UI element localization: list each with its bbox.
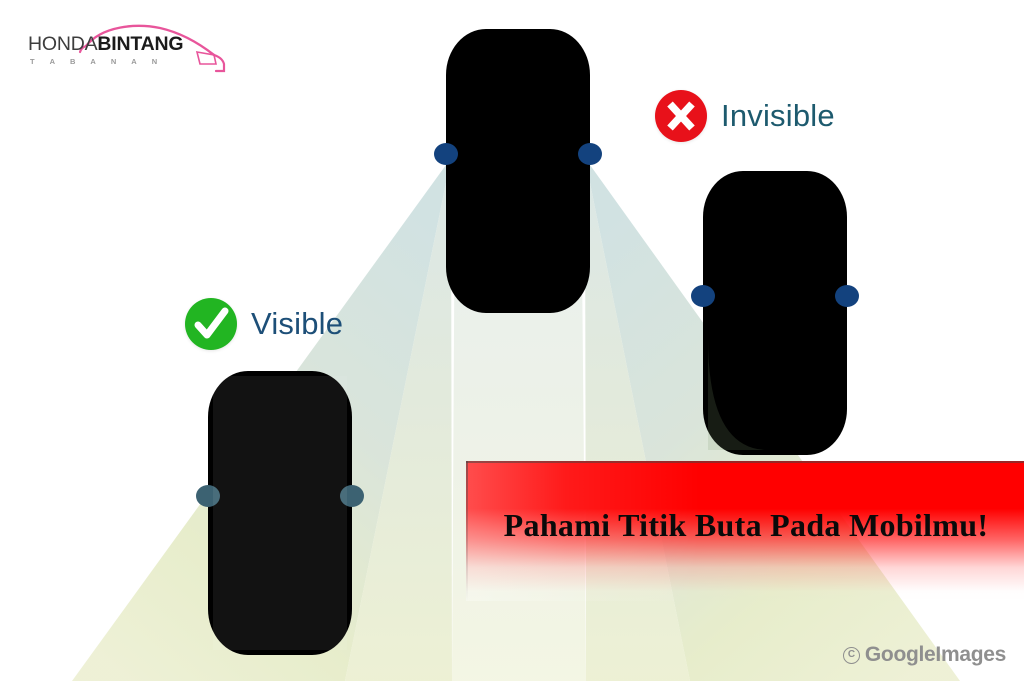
logo-wordmark: HONDABINTANG [28, 33, 184, 55]
logo-honda-text: HONDA [28, 33, 98, 55]
banner-top-rule [466, 461, 1024, 463]
legend-visible-label: Visible [251, 306, 344, 341]
x-circle-icon [655, 90, 707, 142]
green-car: g[data-name="green-car"] .car-outline { … [196, 371, 364, 655]
check-circle-icon [185, 298, 237, 350]
side-mirror-right [578, 143, 602, 165]
cone-left-inner [345, 158, 452, 681]
logo-bintang-text: BINTANG [97, 33, 184, 55]
side-mirror-right [835, 285, 859, 307]
legend-visible: Visible [185, 298, 343, 350]
copyright-icon: C [842, 646, 860, 664]
logo-sublabel: T A B A N A N [30, 57, 164, 66]
headline-text: Pahami Titik Buta Pada Mobilmu! [503, 507, 989, 543]
banner-background [466, 461, 1024, 601]
watermark-text: GoogleImages [864, 643, 1006, 666]
watermark: C GoogleImages [842, 643, 1006, 667]
legend-invisible: Invisible [655, 90, 835, 142]
side-mirror-left [434, 143, 458, 165]
car-silhouette-icon [78, 24, 226, 73]
headline-banner: Pahami Titik Buta Pada Mobilmu! [466, 461, 1024, 601]
side-mirror-right [340, 485, 364, 507]
brand-logo[interactable]: HONDABINTANG T A B A N A N [24, 24, 244, 80]
yellow-car: g[data-name="yellow-car"] .car-outline {… [434, 29, 602, 313]
banner-left-rule [466, 461, 468, 601]
side-mirror-left [196, 485, 220, 507]
legend-invisible-label: Invisible [721, 98, 835, 133]
red-car: g[data-name="red-car"] .car-outline { fi… [691, 171, 859, 455]
side-mirror-left [691, 285, 715, 307]
